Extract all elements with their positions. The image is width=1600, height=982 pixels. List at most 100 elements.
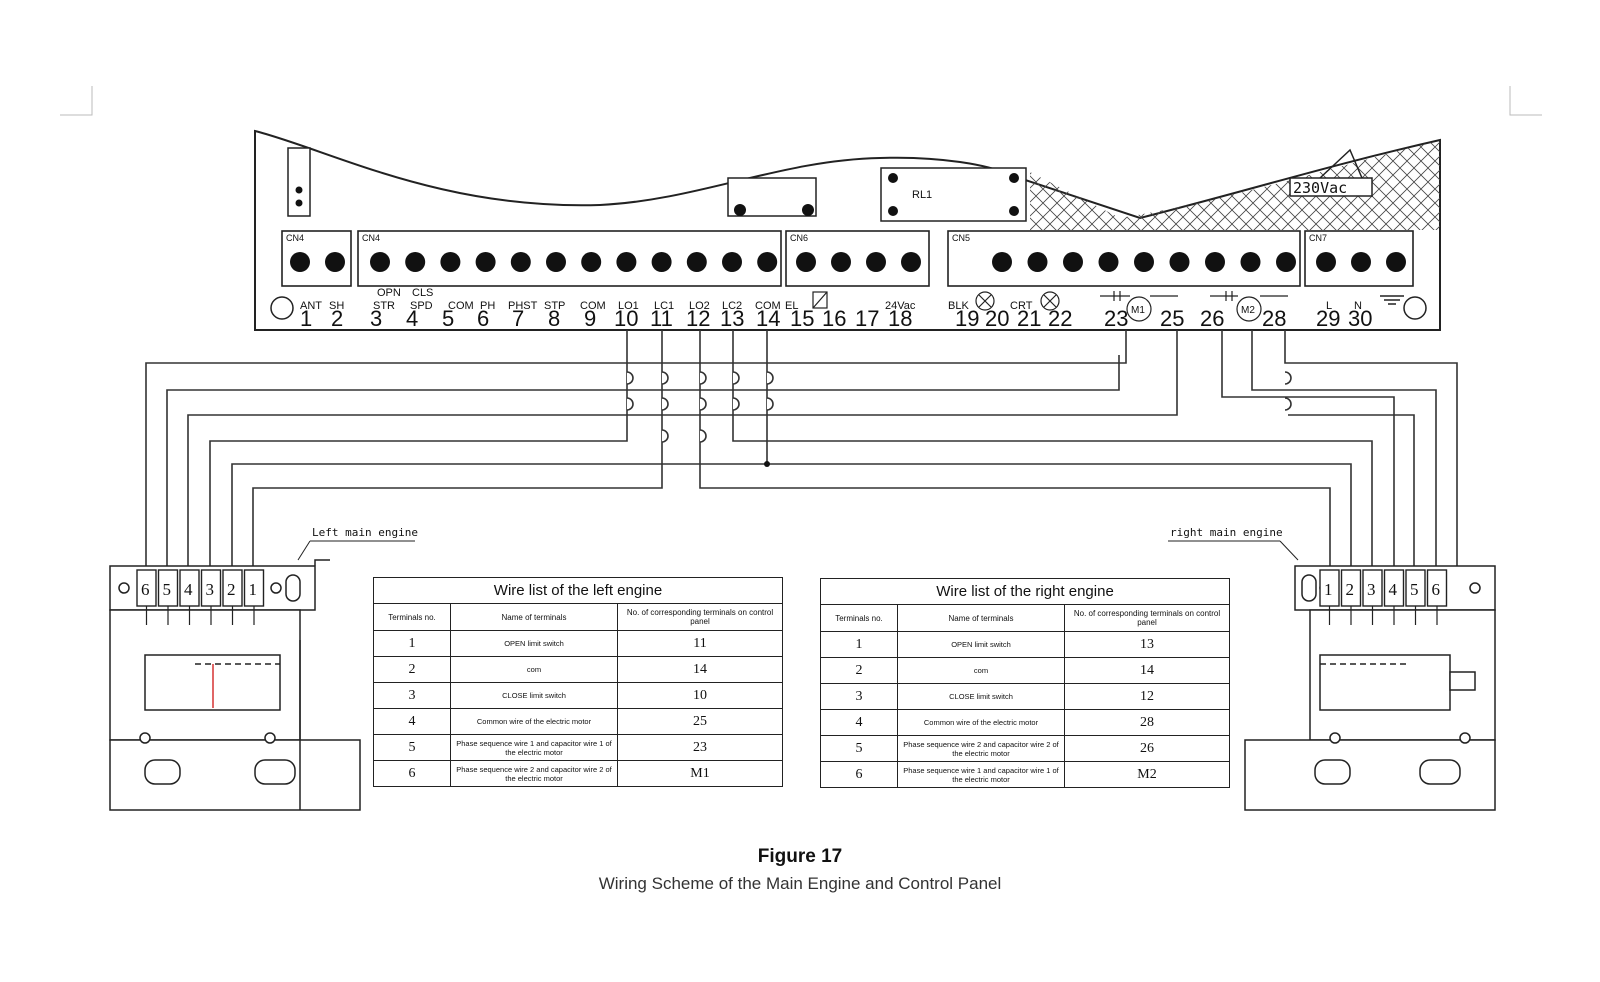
terminal-number: 8 (548, 306, 560, 331)
terminal-function-label: COM (755, 300, 781, 312)
page-corner-marks (60, 86, 1542, 116)
terminal-no: 6 (820, 761, 898, 788)
terminal-screw (370, 252, 390, 272)
terminal-screw (510, 252, 531, 272)
engine-terminal-number: 5 (1410, 580, 1419, 599)
panel-terminal: 28 (1064, 709, 1230, 736)
terminal-number: 6 (477, 306, 489, 331)
terminal-screw (1169, 252, 1190, 272)
terminal-function-label: COM (448, 300, 474, 312)
terminal-no: 3 (820, 683, 898, 710)
terminal-number: 29 (1316, 306, 1340, 331)
terminal-function-label: N (1354, 300, 1362, 312)
right-engine-label: right main engine (1170, 526, 1283, 539)
engine-terminal-number: 4 (1389, 580, 1398, 599)
terminal-screw (1027, 252, 1048, 272)
terminal-name: Common wire of the electric motor (450, 708, 618, 735)
terminal-function-label: CRT (1010, 300, 1033, 312)
terminal-number: 1 (300, 306, 312, 331)
terminal-function-label: LO1 (618, 300, 639, 312)
terminal-function-label: 24Vac (885, 300, 916, 312)
terminal-no: 1 (373, 630, 451, 657)
panel-terminal: 25 (617, 708, 783, 735)
terminal-number: 26 (1200, 306, 1224, 331)
terminal-screw (1098, 252, 1119, 272)
terminal-number: 20 (985, 306, 1009, 331)
connector-label: CN5 (952, 233, 970, 243)
engine-terminal-number: 1 (249, 580, 258, 599)
terminal-name: CLOSE limit switch (450, 682, 618, 709)
terminal-number: 30 (1348, 306, 1372, 331)
table-header: No. of corresponding terminals on contro… (617, 603, 783, 631)
connector-cn4b (357, 230, 782, 287)
terminal-name: Phase sequence wire 2 and capacitor wire… (897, 735, 1065, 762)
terminal-function-label: STR (373, 300, 395, 312)
ground-icon (1380, 295, 1404, 305)
connector-label: CN6 (790, 233, 808, 243)
terminal-number: 21 (1017, 306, 1041, 331)
table-header: Terminals no. (820, 604, 898, 632)
panel-terminal: 23 (617, 734, 783, 761)
terminal-screw (581, 252, 602, 272)
terminal-function-label: ANT (300, 300, 322, 312)
terminal-no: 6 (373, 760, 451, 787)
terminal-no: 4 (820, 709, 898, 736)
terminal-number: 2 (331, 306, 343, 331)
terminal-name: OPEN limit switch (897, 631, 1065, 658)
figure-title: Figure 17 (757, 846, 843, 867)
terminal-screw (1063, 252, 1083, 272)
engine-terminal-number: 2 (1346, 580, 1355, 599)
panel-terminal: 13 (1064, 631, 1230, 658)
relay-label: RL1 (912, 189, 932, 201)
right-engine-wire-table: Wire list of the right engine Terminals … (820, 578, 1230, 788)
table-title: Wire list of the left engine (373, 577, 783, 604)
label-cls: CLS (412, 287, 433, 299)
motor-label: M2 (1241, 305, 1255, 316)
engine-terminal-number: 3 (206, 580, 215, 599)
terminal-name: CLOSE limit switch (897, 683, 1065, 710)
terminal-number: 11 (650, 306, 673, 331)
label-opn: OPN (377, 287, 401, 299)
terminal-name: OPEN limit switch (450, 630, 618, 657)
transformer-hatch (1030, 140, 1440, 230)
terminal-function-label: L (1326, 300, 1332, 312)
engine-terminal-number: 6 (141, 580, 150, 599)
mount-hole (1403, 296, 1427, 320)
terminal-no: 5 (373, 734, 451, 761)
panel-terminal: 14 (617, 656, 783, 683)
terminal-screw (796, 252, 816, 272)
terminal-screw (901, 252, 921, 272)
terminal-screw (1134, 252, 1154, 272)
mount-hole (270, 296, 294, 320)
terminal-number: 10 (614, 306, 638, 331)
terminal-screw (1386, 252, 1406, 272)
terminal-screw (722, 252, 742, 272)
terminal-number: 22 (1048, 306, 1072, 331)
terminal-name: Phase sequence wire 1 and capacitor wire… (450, 734, 618, 761)
terminal-screw (757, 252, 778, 272)
panel-terminal: 12 (1064, 683, 1230, 710)
terminal-function-label: EL (785, 300, 798, 312)
terminal-number: 4 (406, 306, 418, 331)
terminal-name: com (897, 657, 1065, 684)
terminal-function-label: PHST (508, 300, 538, 312)
terminal-number: 23 (1104, 306, 1128, 331)
terminal-screw (1205, 252, 1225, 272)
relay-rl1 (880, 167, 1027, 222)
terminal-function-label: SPD (410, 300, 433, 312)
terminal-number: 19 (955, 306, 979, 331)
terminal-screw (290, 252, 310, 272)
terminal-number: 16 (822, 306, 846, 331)
terminal-screw (992, 252, 1012, 272)
terminal-screw (651, 252, 672, 272)
control-board: RL1 230Vac CN4 CN4 CN6 CN5 CN7 (254, 129, 1441, 331)
table-header: Name of terminals (450, 603, 618, 631)
